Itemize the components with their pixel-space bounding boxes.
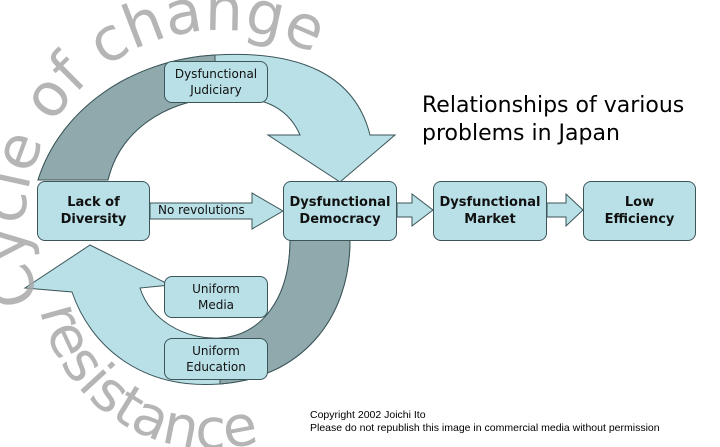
- diagram-title-line-1: Relationships of various: [422, 93, 685, 118]
- copyright-notice: Copyright 2002 Joichi Ito Please do not …: [310, 409, 660, 435]
- node-dysfunctional-market: Dysfunctional Market: [433, 181, 547, 241]
- no-revolutions-label: No revolutions: [158, 203, 245, 217]
- node-label-line: Democracy: [299, 212, 381, 227]
- democracy-to-market-arrow: [396, 192, 434, 228]
- node-label-line: Dysfunctional: [439, 195, 541, 210]
- node-uniform-media: Uniform Media: [164, 276, 268, 318]
- node-dysfunctional-judiciary: Dysfunctional Judiciary: [164, 61, 268, 103]
- node-label-line: Efficiency: [604, 212, 675, 227]
- node-label-line: Uniform: [192, 344, 240, 358]
- node-low-efficiency: Low Efficiency: [583, 181, 696, 241]
- node-label-line: Diversity: [60, 212, 127, 227]
- node-dysfunctional-democracy: Dysfunctional Democracy: [283, 181, 397, 241]
- node-label-line: Judiciary: [190, 83, 242, 97]
- node-label-line: Uniform: [192, 282, 240, 296]
- node-label-line: Lack of: [67, 195, 120, 210]
- node-label-line: Market: [464, 212, 516, 227]
- watermark-top-text: Cycle of change: [0, 0, 336, 316]
- diagram-title: Relationships of various problems in Jap…: [422, 92, 684, 148]
- node-uniform-education: Uniform Education: [164, 338, 268, 380]
- node-label-line: Education: [186, 360, 246, 374]
- node-label-line: Low: [624, 195, 655, 210]
- node-label-line: Media: [197, 298, 235, 312]
- no-revolutions-arrow: [149, 192, 284, 230]
- market-to-efficiency-arrow: [546, 192, 584, 228]
- copyright-line-1: Copyright 2002 Joichi Ito: [310, 409, 426, 421]
- node-lack-of-diversity: Lack of Diversity: [37, 181, 150, 241]
- copyright-line-2: Please do not republish this image in co…: [310, 422, 660, 434]
- node-label-line: Dysfunctional: [289, 195, 391, 210]
- diagram-title-line-2: problems in Japan: [422, 121, 620, 146]
- node-label-line: Dysfunctional: [174, 67, 258, 81]
